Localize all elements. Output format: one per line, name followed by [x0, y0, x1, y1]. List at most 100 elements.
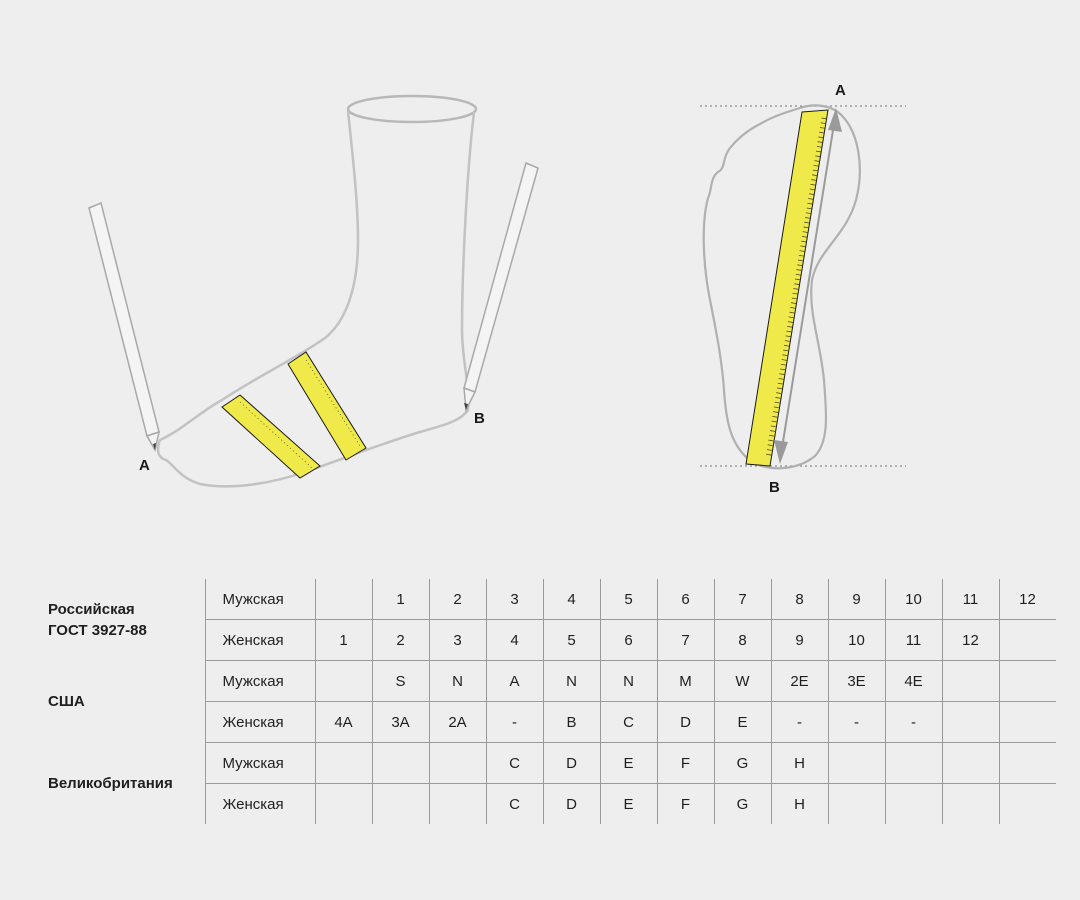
gender-label: Женская: [205, 701, 316, 743]
size-cell: 3: [429, 619, 487, 661]
size-cell: D: [543, 783, 601, 824]
size-cell: [315, 660, 373, 702]
size-cell: 7: [714, 579, 772, 620]
length-arrow-icon: [774, 108, 842, 464]
size-cell: N: [600, 660, 658, 702]
size-cell: 6: [657, 579, 715, 620]
size-cell: 3: [486, 579, 544, 620]
side-view-foot: [156, 94, 478, 488]
size-cell: [372, 742, 430, 784]
pencil-left-icon: [88, 201, 161, 453]
size-cell: 10: [885, 579, 943, 620]
size-cell: D: [543, 742, 601, 784]
size-cell: 9: [828, 579, 886, 620]
size-cell: E: [600, 742, 658, 784]
size-cell: C: [486, 783, 544, 824]
size-cell: -: [486, 701, 544, 743]
size-cell: 4E: [885, 660, 943, 702]
size-cell: A: [486, 660, 544, 702]
foot-measurement-illustration: A B A B: [88, 82, 906, 496]
size-cell: [315, 742, 373, 784]
size-cell: F: [657, 742, 715, 784]
foot-outline: [156, 110, 476, 488]
size-cell: 6: [600, 619, 658, 661]
size-cell: 12: [999, 579, 1056, 620]
gender-label: Мужская: [205, 742, 316, 784]
size-cell: E: [714, 701, 772, 743]
side-point-b-label: B: [474, 410, 485, 427]
size-cell: H: [771, 783, 829, 824]
size-system-label: США: [33, 660, 206, 743]
size-cell: [828, 783, 886, 824]
size-cell: 5: [543, 619, 601, 661]
size-cell: [999, 660, 1056, 702]
size-cell: [999, 784, 1056, 825]
size-cell: 3E: [828, 660, 886, 702]
side-tape-2: [287, 351, 367, 461]
top-view-foot: [700, 104, 906, 470]
top-tape: [745, 109, 829, 467]
gender-label: Женская: [205, 783, 316, 824]
size-system-label: Великобритания: [33, 742, 206, 824]
size-cell: 11: [885, 619, 943, 661]
size-cell: [999, 701, 1056, 743]
size-cell: N: [543, 660, 601, 702]
size-cell: [942, 783, 1000, 824]
size-cell: [315, 783, 373, 824]
pencil-right-icon: [463, 161, 539, 413]
size-cell: C: [600, 701, 658, 743]
size-cell: 3A: [372, 701, 430, 743]
size-cell: 9: [771, 619, 829, 661]
size-cell: 8: [771, 579, 829, 620]
size-cell: H: [771, 742, 829, 784]
size-cell: 5: [600, 579, 658, 620]
size-cell: [885, 783, 943, 824]
size-cell: 2: [372, 619, 430, 661]
size-cell: 4: [486, 619, 544, 661]
size-cell: B: [543, 701, 601, 743]
size-cell: [942, 701, 1000, 743]
size-cell: [429, 742, 487, 784]
size-cell: 11: [942, 579, 1000, 620]
size-cell: 7: [657, 619, 715, 661]
gender-label: Женская: [205, 619, 316, 661]
size-cell: 4: [543, 579, 601, 620]
size-cell: C: [486, 742, 544, 784]
size-cell: 4A: [315, 701, 373, 743]
side-tape-1: [221, 394, 321, 479]
size-cell: -: [885, 701, 943, 743]
size-cell: G: [714, 742, 772, 784]
size-cell: [999, 742, 1056, 784]
top-point-a-label: A: [835, 82, 846, 99]
top-point-b-label: B: [769, 479, 780, 496]
size-cell: -: [771, 701, 829, 743]
size-cell: [315, 579, 373, 620]
sole-outline: [702, 104, 861, 470]
size-cell: 2: [429, 579, 487, 620]
size-cell: 12: [942, 619, 1000, 661]
size-cell: E: [600, 783, 658, 824]
gender-label: Мужская: [205, 660, 316, 702]
size-cell: [885, 742, 943, 784]
size-cell: [828, 742, 886, 784]
size-cell: D: [657, 701, 715, 743]
size-cell: W: [714, 660, 772, 702]
size-cell: 10: [828, 619, 886, 661]
gender-label: Мужская: [205, 579, 316, 620]
size-cell: [942, 742, 1000, 784]
size-cell: [942, 660, 1000, 702]
size-cell: 2E: [771, 660, 829, 702]
size-cell: S: [372, 660, 430, 702]
size-cell: F: [657, 783, 715, 824]
size-cell: [429, 783, 487, 824]
sock-opening: [346, 94, 478, 124]
size-cell: N: [429, 660, 487, 702]
